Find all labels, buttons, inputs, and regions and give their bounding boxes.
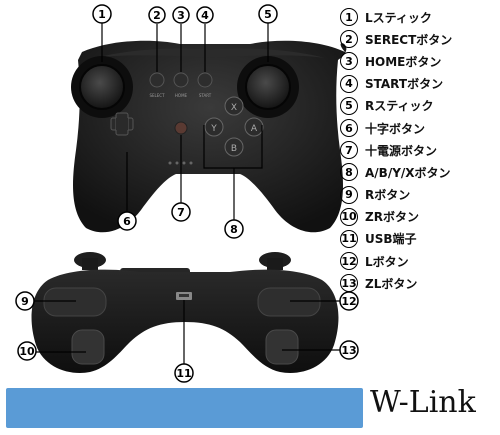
svg-text:10: 10	[19, 345, 35, 358]
button-a[interactable]	[244, 117, 264, 137]
svg-text:7: 7	[177, 206, 185, 219]
legend-number: 8	[340, 163, 358, 182]
marker-8: 8	[224, 219, 244, 239]
legend-label: HOMEボタン	[365, 54, 442, 69]
legend-label: SERECTボタン	[365, 32, 453, 47]
legend-number: 10	[340, 207, 358, 226]
button-b[interactable]	[224, 137, 244, 157]
front-markers: 1 2 3 4 5 6 7 8	[92, 4, 278, 239]
marker-2: 2	[148, 6, 166, 24]
face-buttons: Y X A B	[204, 96, 264, 157]
legend-label: ZRボタン	[365, 210, 419, 225]
button-b-label: B	[231, 144, 237, 154]
button-x[interactable]	[224, 96, 244, 116]
legend-item: 6 十字ボタン	[340, 117, 498, 139]
home-button[interactable]	[173, 72, 189, 88]
legend-item: 4 STARTボタン	[340, 73, 498, 95]
legend-item: 10 ZRボタン	[340, 206, 498, 228]
legend-item: 5 Rスティック	[340, 95, 498, 117]
marker-7: 7	[171, 202, 191, 222]
legend-number: 13	[340, 274, 358, 293]
legend-item: 11 USB端子	[340, 228, 498, 250]
marker-11: 11	[174, 363, 194, 383]
marker-5: 5	[258, 4, 278, 24]
svg-text:11: 11	[176, 367, 191, 380]
legend-label: 十電源ボタン	[365, 143, 438, 158]
legend-item: 12 Lボタン	[340, 250, 498, 272]
svg-text:4: 4	[201, 9, 209, 22]
dpad[interactable]	[110, 112, 134, 136]
rear-right-trigger[interactable]	[265, 329, 299, 365]
legend-number: 7	[340, 141, 358, 160]
legend-item: 9 Rボタン	[340, 184, 498, 206]
marker-13: 13	[339, 340, 359, 360]
legend-label: Lボタン	[365, 254, 409, 269]
rear-right-bumper[interactable]	[257, 287, 321, 317]
rear-left-bumper[interactable]	[43, 287, 107, 317]
svg-text:12: 12	[341, 295, 356, 308]
marker-1: 1	[92, 4, 112, 24]
marker-10: 10	[17, 341, 37, 361]
svg-text:6: 6	[123, 215, 131, 228]
select-button[interactable]	[149, 72, 165, 88]
rear-left-trigger[interactable]	[71, 329, 105, 365]
legend-label: Rボタン	[365, 188, 411, 203]
marker-3: 3	[172, 6, 190, 24]
power-button[interactable]	[174, 121, 188, 135]
legend-label: USB端子	[365, 232, 417, 247]
legend-label: A/B/Y/Xボタン	[365, 165, 451, 180]
legend-number: 11	[340, 229, 358, 248]
legend-number: 5	[340, 96, 358, 115]
legend-label: Lスティック	[365, 10, 432, 25]
right-stick[interactable]	[245, 64, 291, 110]
legend-item: 8 A/B/Y/Xボタン	[340, 161, 498, 183]
legend-number: 3	[340, 52, 358, 71]
controller-rear	[31, 252, 339, 373]
marker-9: 9	[15, 291, 35, 311]
svg-text:1: 1	[98, 8, 106, 21]
button-y-label: Y	[210, 124, 217, 134]
legend-label: STARTボタン	[365, 77, 444, 92]
svg-text:5: 5	[264, 8, 272, 21]
legend-item: 3 HOMEボタン	[340, 50, 498, 72]
svg-text:8: 8	[230, 223, 238, 236]
brand-name: W-Link	[370, 385, 476, 420]
legend-number: 6	[340, 119, 358, 138]
front-leader-lines	[101, 22, 269, 220]
controller-front: SELECT HOME START Y X A B	[71, 40, 347, 233]
button-x-label: X	[231, 103, 237, 113]
legend-item: 13 ZLボタン	[340, 272, 498, 294]
legend-number: 4	[340, 74, 358, 93]
legend-label: 十字ボタン	[365, 121, 426, 136]
legend: 1 Lスティック 2 SERECTボタン 3 HOMEボタン 4 STARTボタン 5 Rスティッ…	[340, 6, 498, 294]
rear-leader-lines	[34, 300, 340, 364]
legend-number: 12	[340, 252, 358, 271]
legend-label: Rスティック	[365, 99, 434, 114]
legend-label: ZLボタン	[365, 276, 418, 291]
legend-number: 1	[340, 8, 358, 27]
svg-text:3: 3	[177, 9, 185, 22]
legend-number: 2	[340, 30, 358, 49]
button-a-label: A	[251, 124, 258, 134]
legend-item: 2 SERECTボタン	[340, 28, 498, 50]
marker-12: 12	[339, 291, 359, 311]
svg-text:9: 9	[21, 295, 29, 308]
start-button[interactable]	[197, 72, 213, 88]
player-leds	[168, 161, 193, 165]
button-y[interactable]	[204, 117, 224, 137]
svg-text:2: 2	[153, 9, 161, 22]
select-label: SELECT	[149, 93, 165, 98]
legend-number: 9	[340, 185, 358, 204]
left-stick[interactable]	[79, 64, 125, 110]
legend-item: 7 十電源ボタン	[340, 139, 498, 161]
legend-item: 1 Lスティック	[340, 6, 498, 28]
home-label: HOME	[175, 93, 188, 98]
start-label: START	[199, 93, 212, 98]
marker-6: 6	[117, 211, 137, 231]
marker-4: 4	[196, 6, 214, 24]
svg-text:13: 13	[341, 344, 356, 357]
brand-banner	[6, 388, 363, 428]
